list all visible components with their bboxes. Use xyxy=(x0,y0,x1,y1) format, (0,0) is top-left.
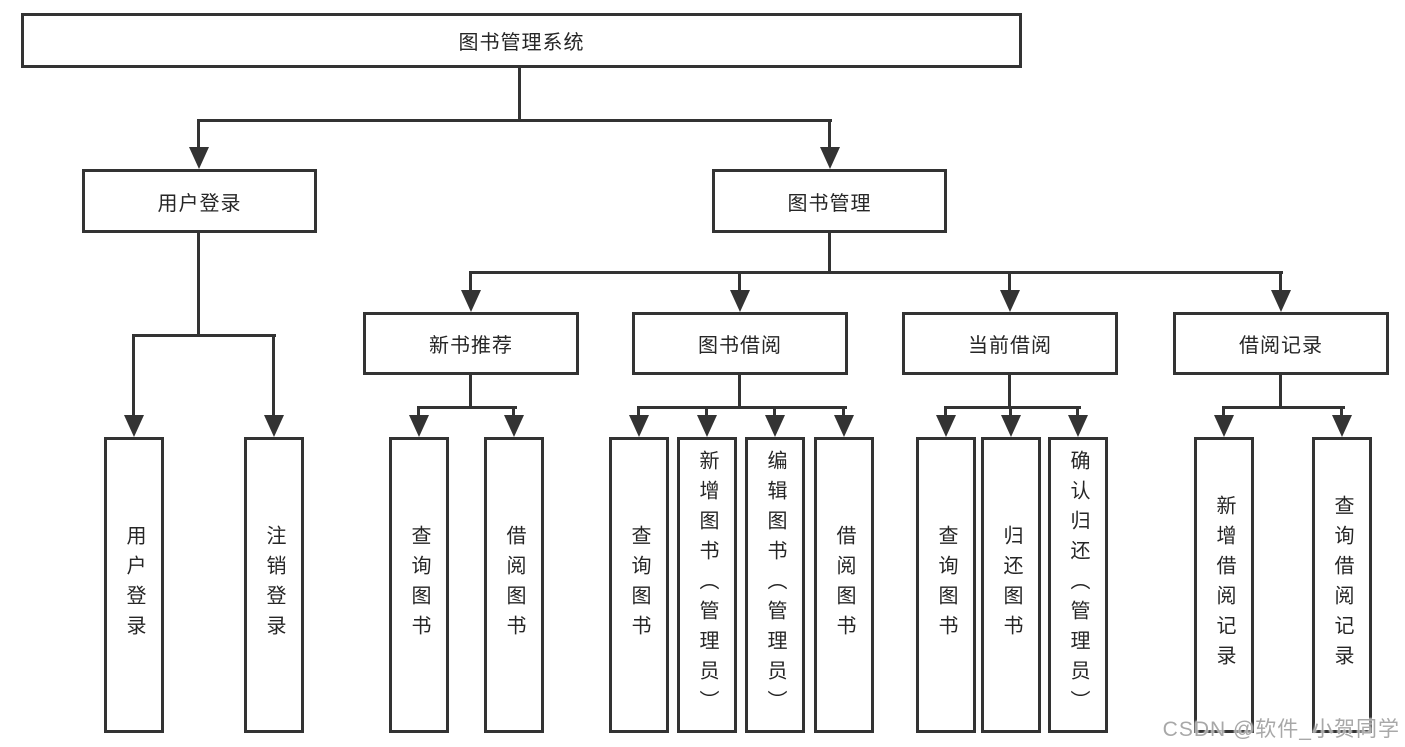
connector-leaf xyxy=(637,406,640,418)
connector-leaf xyxy=(417,406,420,418)
connector-leaf xyxy=(705,406,708,418)
arrow-down-icon xyxy=(1271,290,1291,312)
connector-book-borrow-stub xyxy=(738,375,741,408)
arrow-down-icon xyxy=(504,415,524,437)
connector-new-book-rec-rail xyxy=(417,406,517,409)
leaf-query-books-borrow: 查询图书 xyxy=(609,437,669,733)
arrow-down-icon xyxy=(124,415,144,437)
arrow-down-icon xyxy=(629,415,649,437)
connector-book-mgmt-stub xyxy=(828,233,831,274)
leaf-confirm-return-admin: 确认归还（管理员） xyxy=(1048,437,1108,733)
leaf-return-book-label: 归还图书 xyxy=(1000,525,1022,645)
leaf-borrow-books-label: 借阅图书 xyxy=(833,525,855,645)
leaf-borrow-books: 借阅图书 xyxy=(814,437,874,733)
leaf-query-books-current: 查询图书 xyxy=(916,437,976,733)
connector-new-book-rec-stub xyxy=(469,375,472,408)
leaf-edit-book-admin-label: 编辑图书（管理员） xyxy=(764,450,786,720)
node-root-book-management-system: 图书管理系统 xyxy=(21,13,1022,68)
leaf-query-borrow-record-label: 查询借阅记录 xyxy=(1331,495,1353,675)
leaf-query-books-current-label: 查询图书 xyxy=(935,525,957,645)
arrow-down-icon xyxy=(1332,415,1352,437)
connector-to-book-borrow xyxy=(738,271,741,294)
node-book-borrow-label: 图书借阅 xyxy=(698,335,782,357)
leaf-user-login-label: 用户登录 xyxy=(123,525,145,645)
connector-leaf xyxy=(1340,406,1343,418)
connector-leaf xyxy=(1222,406,1225,418)
leaf-query-borrow-record: 查询借阅记录 xyxy=(1312,437,1372,733)
connector-leaf xyxy=(1076,406,1079,418)
leaf-query-books-borrow-label: 查询图书 xyxy=(628,525,650,645)
connector-to-leaf-logout xyxy=(272,334,275,416)
connector-leaf xyxy=(512,406,515,418)
leaf-borrow-books-rec-label: 借阅图书 xyxy=(503,525,525,645)
node-book-mgmt: 图书管理 xyxy=(712,169,947,233)
connector-borrow-records-rail xyxy=(1222,406,1345,409)
arrow-down-icon xyxy=(461,290,481,312)
connector-to-book-mgmt xyxy=(828,119,831,149)
connector-leaf xyxy=(773,406,776,418)
connector-level2-rail xyxy=(198,119,832,122)
connector-to-current-borrow xyxy=(1008,271,1011,294)
connector-current-borrow-rail xyxy=(944,406,1081,409)
node-current-borrow: 当前借阅 xyxy=(902,312,1118,375)
connector-leaf xyxy=(842,406,845,418)
connector-to-leaf-user-login xyxy=(132,334,135,416)
connector-book-borrow-rail xyxy=(637,406,847,409)
arrow-down-icon xyxy=(1068,415,1088,437)
arrow-down-icon xyxy=(936,415,956,437)
node-current-borrow-label: 当前借阅 xyxy=(968,335,1052,357)
connector-to-borrow-records xyxy=(1279,271,1282,294)
arrow-down-icon xyxy=(1000,290,1020,312)
leaf-logout: 注销登录 xyxy=(244,437,304,733)
node-new-book-rec: 新书推荐 xyxy=(363,312,579,375)
node-borrow-records: 借阅记录 xyxy=(1173,312,1389,375)
arrow-down-icon xyxy=(1214,415,1234,437)
arrow-down-icon xyxy=(730,290,750,312)
node-user-login-label: 用户登录 xyxy=(157,192,242,215)
node-book-mgmt-label: 图书管理 xyxy=(787,192,872,215)
connector-leaf xyxy=(944,406,947,418)
connector-user-login-stub xyxy=(197,233,200,336)
leaf-return-book: 归还图书 xyxy=(981,437,1041,733)
leaf-add-book-admin: 新增图书（管理员） xyxy=(677,437,737,733)
leaf-query-books-rec-label: 查询图书 xyxy=(408,525,430,645)
connector-current-borrow-stub xyxy=(1008,375,1011,408)
leaf-query-books-rec: 查询图书 xyxy=(389,437,449,733)
leaf-confirm-return-admin-label: 确认归还（管理员） xyxy=(1067,450,1089,720)
leaf-add-book-admin-label: 新增图书（管理员） xyxy=(696,450,718,720)
leaf-edit-book-admin: 编辑图书（管理员） xyxy=(745,437,805,733)
arrow-down-icon xyxy=(834,415,854,437)
arrow-down-icon xyxy=(1001,415,1021,437)
leaf-add-borrow-record: 新增借阅记录 xyxy=(1194,437,1254,733)
connector-to-user-login xyxy=(197,119,200,149)
arrow-down-icon xyxy=(820,147,840,169)
node-book-borrow: 图书借阅 xyxy=(632,312,848,375)
node-new-book-rec-label: 新书推荐 xyxy=(429,335,513,357)
connector-to-new-book-rec xyxy=(469,271,472,294)
leaf-user-login: 用户登录 xyxy=(104,437,164,733)
csdn-watermark: CSDN @软件_小贺同学 xyxy=(1162,718,1400,741)
arrow-down-icon xyxy=(697,415,717,437)
node-user-login: 用户登录 xyxy=(82,169,317,233)
arrow-down-icon xyxy=(409,415,429,437)
node-borrow-records-label: 借阅记录 xyxy=(1239,335,1323,357)
arrow-down-icon xyxy=(765,415,785,437)
leaf-logout-label: 注销登录 xyxy=(263,525,285,645)
leaf-borrow-books-rec: 借阅图书 xyxy=(484,437,544,733)
arrow-down-icon xyxy=(189,147,209,169)
arrow-down-icon xyxy=(264,415,284,437)
leaf-add-borrow-record-label: 新增借阅记录 xyxy=(1213,495,1235,675)
connector-leaf xyxy=(1009,406,1012,418)
connector-level3-rail xyxy=(469,271,1283,274)
node-root-label: 图书管理系统 xyxy=(458,32,585,54)
connector-user-login-rail xyxy=(132,334,276,337)
connector-root-stub xyxy=(518,68,521,121)
connector-borrow-records-stub xyxy=(1279,375,1282,408)
